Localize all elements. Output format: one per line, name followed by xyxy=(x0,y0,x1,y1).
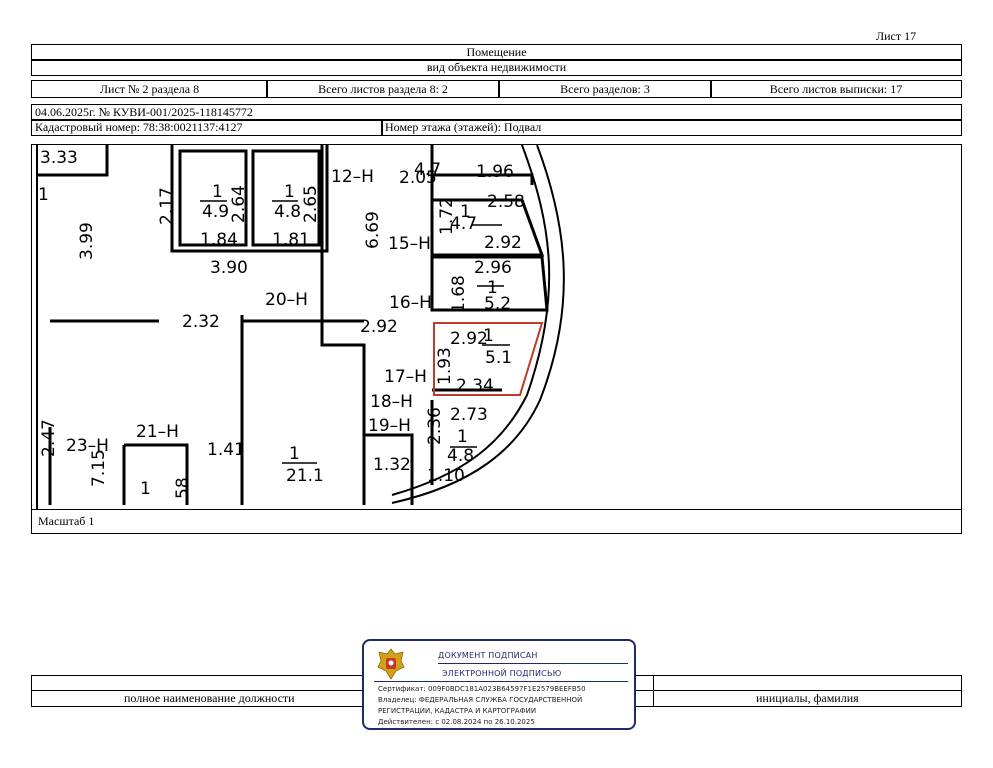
plan-label: 23–Н xyxy=(66,436,109,456)
plan-label: 18–Н xyxy=(370,392,413,412)
plan-label: 20–Н xyxy=(265,290,308,310)
plan-label: 2.17 xyxy=(157,187,177,225)
plan-label: 2.34 xyxy=(456,376,494,396)
plan-label: 1 xyxy=(457,427,468,447)
plan-label: 2.36 xyxy=(425,407,445,445)
plan-label: 5.1 xyxy=(485,348,512,368)
plan-label: 2.92 xyxy=(450,329,488,349)
stamp-certificate: Сертификат: 009F0BDC181A023B64597F1E2579… xyxy=(378,685,586,693)
plan-label: 58 xyxy=(173,477,193,499)
plan-label: 2.92 xyxy=(360,317,398,337)
plan-label: 2.32 xyxy=(182,312,220,332)
e-signature-stamp: ДОКУМЕНТ ПОДПИСАН ЭЛЕКТРОННОЙ ПОДПИСЬЮ С… xyxy=(362,639,636,730)
plan-label: 2.47 xyxy=(39,419,59,457)
cadastral-number: Кадастровый номер: 78:38:0021137:4127 xyxy=(31,119,383,136)
scale-label: Масштаб 1 xyxy=(31,510,962,534)
plan-label: 2.65 xyxy=(301,185,321,223)
plan-label: 1.72 xyxy=(437,197,457,235)
plan-label: 1.10 xyxy=(427,466,465,486)
plan-label: 1 xyxy=(289,444,300,464)
plan-label: 15–Н xyxy=(388,234,431,254)
plan-label: 2.92 xyxy=(484,233,522,253)
sheet-of-section: Лист № 2 раздела 8 xyxy=(31,80,268,98)
plan-label: 16–Н xyxy=(389,293,432,313)
plan-label: 17–Н xyxy=(384,367,427,387)
plan-label: 1.84 xyxy=(200,230,238,250)
plan-label: 4.7 xyxy=(414,160,441,180)
plan-label: 21.1 xyxy=(286,466,324,486)
stamp-line-1: ДОКУМЕНТ ПОДПИСАН xyxy=(438,651,538,660)
plan-label: 5.2 xyxy=(484,294,511,314)
plan-label: 4.8 xyxy=(447,446,474,466)
plan-label: 1.81 xyxy=(272,230,310,250)
position-label: полное наименование должности xyxy=(124,691,295,705)
sheet-number: Лист 17 xyxy=(876,29,917,43)
plan-label: 4.7 xyxy=(450,214,477,234)
plan-label: 1.93 xyxy=(435,347,455,385)
highlighted-room-outline xyxy=(433,322,544,396)
total-sections: Всего разделов: 3 xyxy=(498,80,712,98)
total-sheets-section: Всего листов раздела 8: 2 xyxy=(266,80,500,98)
plan-label: 1 xyxy=(140,479,151,499)
plan-label: 1.96 xyxy=(476,162,514,182)
stamp-line-2: ЭЛЕКТРОННОЙ ПОДПИСЬЮ xyxy=(442,669,562,678)
plan-label: 6.69 xyxy=(363,211,383,249)
plan-label: 1.68 xyxy=(449,275,469,313)
object-type: вид объекта недвижимости xyxy=(31,59,962,76)
plan-label: 19–Н xyxy=(368,416,411,436)
total-sheets-extract: Всего листов выписки: 17 xyxy=(710,80,962,98)
object-title: Помещение xyxy=(31,44,962,61)
plan-label: 1 xyxy=(460,202,471,222)
plan-label: 2.96 xyxy=(474,258,512,278)
floor-number: Номер этажа (этажей): Подвал xyxy=(381,119,962,136)
plan-label: 4.8 xyxy=(274,202,301,222)
stamp-validity: Действителен: с 02.08.2024 по 26.10.2025 xyxy=(378,718,535,726)
plan-label: 2.64 xyxy=(229,185,249,223)
plan-label: 1 xyxy=(38,185,49,205)
stamp-owner: Владелец: ФЕДЕРАЛЬНАЯ СЛУЖБА ГОСУДАРСТВЕ… xyxy=(378,696,583,704)
plan-label: 1 xyxy=(483,326,494,346)
plan-label: 1 xyxy=(212,182,223,202)
plan-label: 3.90 xyxy=(210,258,248,278)
plan-label: 2.05 xyxy=(399,168,437,188)
plan-label: 1.41 xyxy=(207,440,245,460)
signature-separator xyxy=(653,675,654,707)
plan-label: 2.58 xyxy=(487,192,525,212)
plan-label: 3.33 xyxy=(40,148,78,168)
plan-label: 4.9 xyxy=(202,202,229,222)
plan-label: 1 xyxy=(284,182,295,202)
plan-label: 1.32 xyxy=(373,455,411,475)
plan-label: 7.15 xyxy=(89,449,109,487)
document-number: 04.06.2025г. № КУВИ-001/2025-118145772 xyxy=(31,104,962,121)
plan-label: 21–Н xyxy=(136,422,179,442)
plan-label: 2.73 xyxy=(450,405,488,425)
plan-label: 12–Н xyxy=(331,167,374,187)
initials-label: инициалы, фамилия xyxy=(756,691,859,705)
emblem-icon xyxy=(377,648,405,680)
plan-label: 1 xyxy=(487,278,498,298)
stamp-owner-2: РЕГИСТРАЦИИ, КАДАСТРА И КАРТОГРАФИИ xyxy=(378,707,537,715)
plan-label: 3.99 xyxy=(77,222,97,260)
